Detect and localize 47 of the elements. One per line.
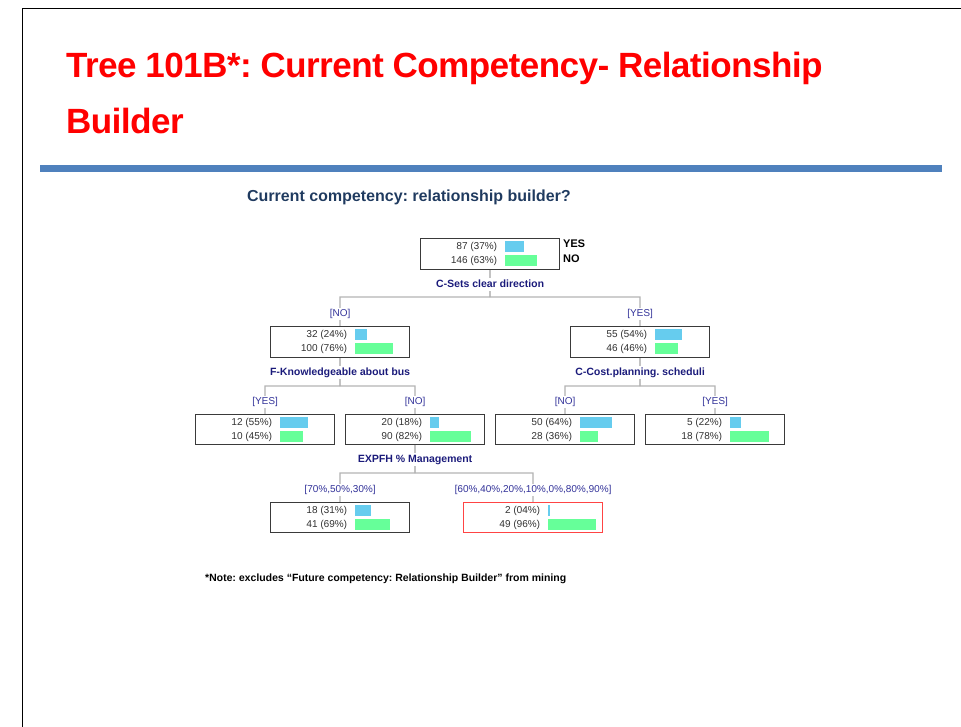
count-text: 49 (96%) <box>498 519 540 531</box>
count-text: 100 (76%) <box>300 343 347 355</box>
edge-label: [NO] <box>404 396 426 408</box>
count-text: 146 (63%) <box>450 255 497 267</box>
count-text: 55 (54%) <box>605 329 647 341</box>
split-variable-label: EXPFH % Management <box>356 453 474 466</box>
count-text: 12 (55%) <box>230 417 272 429</box>
count-text: 50 (64%) <box>530 417 572 429</box>
edge-label: [NO] <box>554 396 576 408</box>
edge-label: [YES] <box>251 396 279 408</box>
count-text: 28 (36%) <box>530 431 572 443</box>
class-label: YES <box>563 238 586 250</box>
split-node-box <box>345 414 485 445</box>
branch-connector <box>339 358 416 414</box>
edge-label: [YES] <box>701 396 729 408</box>
branch-connector <box>489 270 641 326</box>
count-text: 90 (82%) <box>380 431 422 443</box>
count-text: 18 (78%) <box>680 431 722 443</box>
footnote-text: *Note: excludes “Future competency: Relationship Builder” from mining <box>205 572 566 584</box>
split-node-box <box>495 414 635 445</box>
split-node-box <box>270 502 410 533</box>
count-text: 2 (04%) <box>504 505 540 517</box>
split-variable-label: C-Cost.planning. scheduli <box>573 366 707 379</box>
split-node-box <box>645 414 785 445</box>
class-label: NO <box>563 253 580 265</box>
edge-label: [YES] <box>626 308 654 320</box>
split-node-box <box>570 326 710 358</box>
count-text: 87 (37%) <box>455 241 497 253</box>
edge-label: [NO] <box>328 308 352 320</box>
branch-connector <box>414 445 534 502</box>
edge-label: [60%,40%,20%,10%,0%,80%,90%] <box>454 484 612 496</box>
split-node-box <box>463 502 603 533</box>
count-text: 18 (31%) <box>305 505 347 517</box>
split-node-box <box>420 238 560 270</box>
split-node-box <box>195 414 335 445</box>
count-text: 32 (24%) <box>305 329 347 341</box>
chart-heading: Current competency: relationship builder? <box>247 188 571 206</box>
count-text: 20 (18%) <box>380 417 422 429</box>
edge-label: [70%,50%,30%] <box>303 484 377 496</box>
split-node-box <box>270 326 410 358</box>
count-text: 46 (46%) <box>605 343 647 355</box>
slide-title: Tree 101B*: Current Competency- Relationship Builder <box>66 45 823 143</box>
count-text: 5 (22%) <box>686 417 722 429</box>
count-text: 41 (69%) <box>305 519 347 531</box>
split-variable-label: F-Knowledgeable about bus <box>268 366 412 379</box>
split-variable-label: C-Sets clear direction <box>434 278 546 291</box>
count-text: 10 (45%) <box>230 431 272 443</box>
